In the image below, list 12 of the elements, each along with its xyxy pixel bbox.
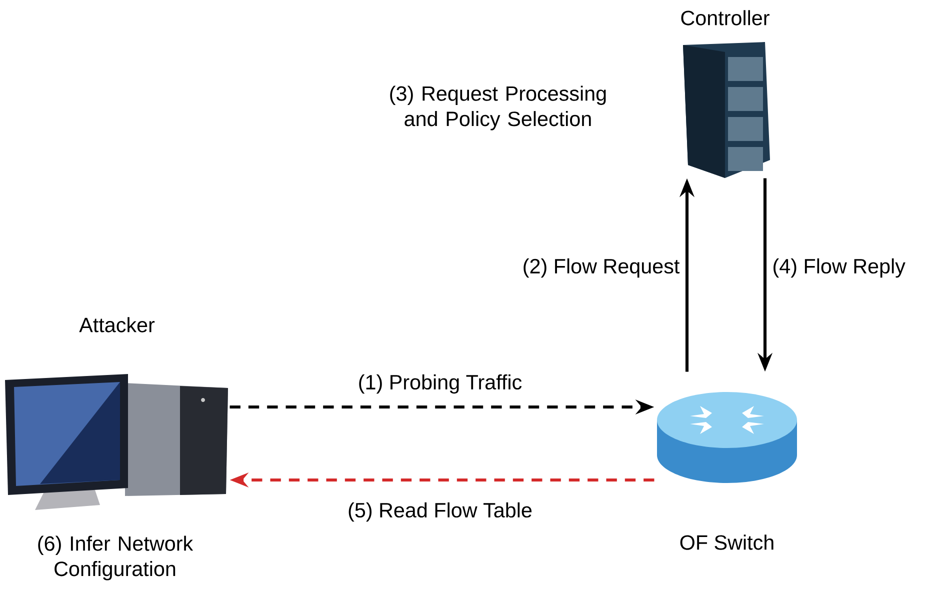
- server-drawing: [683, 42, 770, 178]
- edge-label: (5) Read Flow Table: [346, 500, 534, 524]
- edge-label: (4) Flow Reply: [770, 256, 908, 280]
- device-label: Attacker: [79, 317, 155, 332]
- edge-label: (2) Flow Request: [520, 256, 682, 280]
- router-drawing: [657, 392, 797, 483]
- device-label: OF Switch: [680, 534, 774, 550]
- step-caption: (3) Request Processing and Policy Selection: [390, 86, 606, 130]
- device-label: Controller: [681, 10, 770, 26]
- edge-label: (1) Probing Traffic: [356, 372, 524, 396]
- step-caption: (6) Infer Network Configuration: [38, 536, 194, 580]
- computer-drawing: [5, 374, 228, 510]
